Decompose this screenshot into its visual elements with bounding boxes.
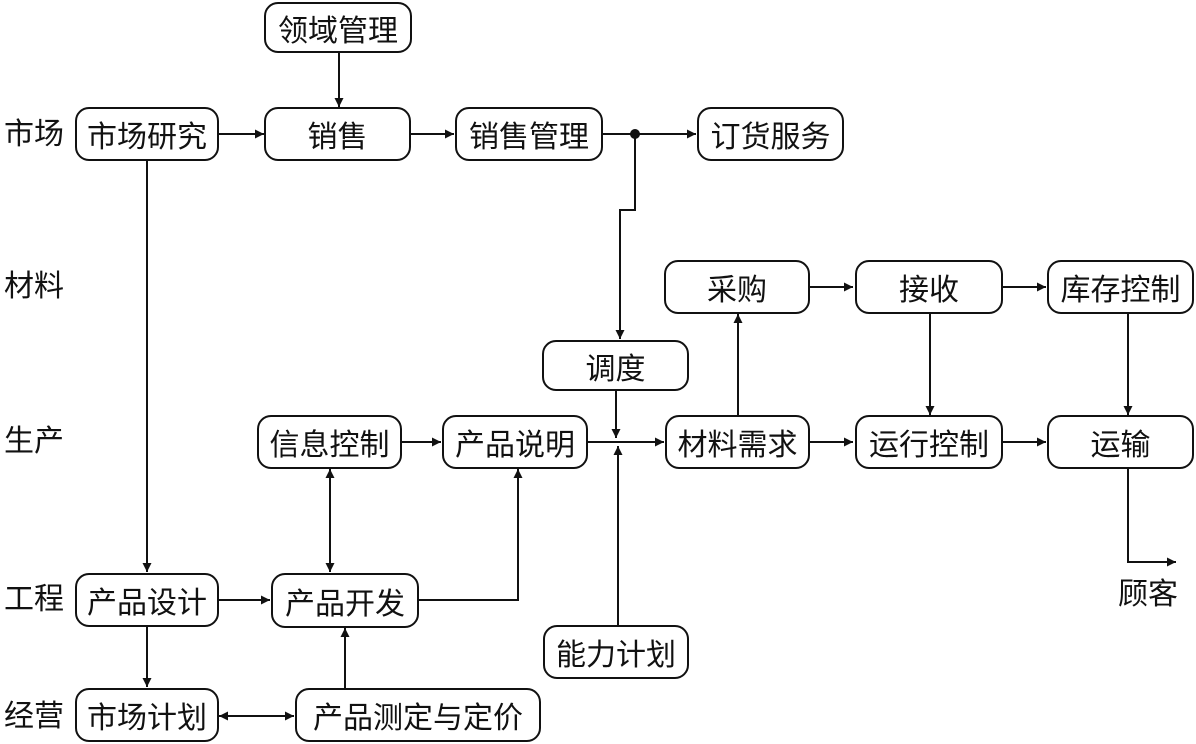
node-product-test-pricing: 产品测定与定价 bbox=[295, 688, 541, 742]
edge-transport-to-customer bbox=[1127, 469, 1176, 567]
row-label-market: 市场 bbox=[4, 117, 64, 152]
node-product-design: 产品设计 bbox=[75, 573, 219, 627]
node-market-plan: 市场计划 bbox=[75, 688, 219, 742]
node-info-control: 信息控制 bbox=[257, 415, 402, 469]
row-label-engineering: 工程 bbox=[4, 582, 64, 617]
node-product-spec: 产品说明 bbox=[442, 415, 588, 469]
node-market-research: 市场研究 bbox=[75, 107, 219, 161]
node-sales: 销售 bbox=[264, 107, 411, 161]
node-domain-management: 领域管理 bbox=[264, 2, 412, 53]
node-dispatch: 调度 bbox=[542, 340, 689, 391]
row-label-operation: 经营 bbox=[4, 699, 64, 734]
node-capacity-plan: 能力计划 bbox=[543, 625, 689, 679]
edge-salesmgmt-to-dispatch bbox=[615, 134, 636, 339]
node-inventory-control: 库存控制 bbox=[1047, 260, 1194, 314]
node-receive: 接收 bbox=[855, 260, 1003, 314]
node-run-control: 运行控制 bbox=[855, 415, 1003, 469]
row-label-production: 生产 bbox=[4, 424, 64, 459]
node-product-development: 产品开发 bbox=[271, 573, 419, 628]
node-order-service: 订货服务 bbox=[697, 107, 844, 161]
junction-dot bbox=[630, 129, 640, 139]
edge-dev-to-spec bbox=[419, 469, 523, 601]
row-label-material: 材料 bbox=[4, 269, 64, 304]
node-sales-management: 销售管理 bbox=[455, 107, 603, 161]
node-transport: 运输 bbox=[1047, 415, 1194, 469]
customer-label: 顾客 bbox=[1118, 577, 1178, 612]
node-purchase: 采购 bbox=[664, 260, 810, 314]
node-material-demand: 材料需求 bbox=[665, 415, 810, 469]
